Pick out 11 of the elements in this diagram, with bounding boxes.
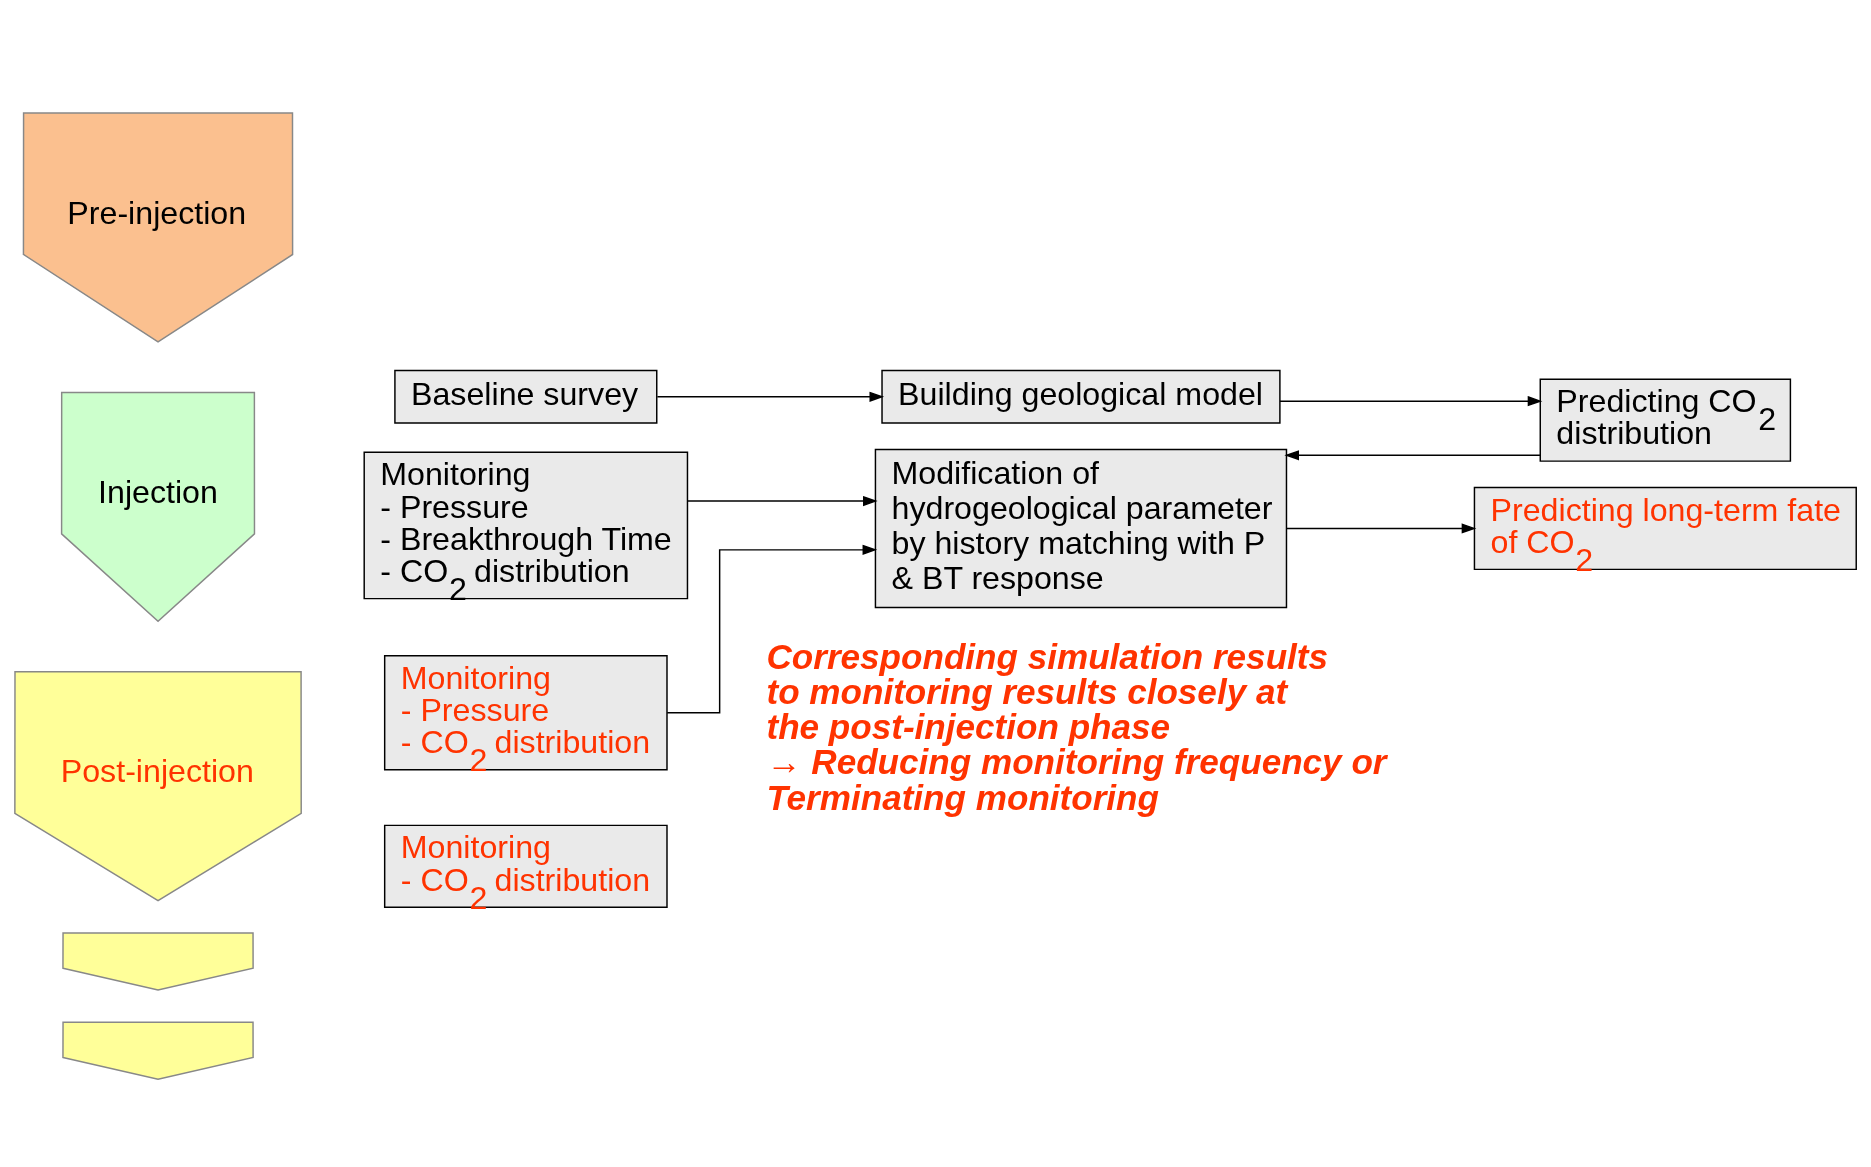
- arrow: [1285, 522, 1477, 534]
- node-box: Baseline survey: [394, 369, 658, 424]
- node-chevron: [62, 1021, 254, 1080]
- node-box: Building geological model: [881, 369, 1281, 424]
- arrow: [656, 391, 885, 402]
- arrow: [666, 544, 878, 713]
- arrow: [1279, 395, 1543, 406]
- node-chevron: [62, 931, 254, 991]
- arrow: [1284, 449, 1541, 460]
- node-box: Modification of hydrogeological parameter by history matching with P & BT response: [874, 448, 1288, 608]
- arrow: [686, 495, 878, 506]
